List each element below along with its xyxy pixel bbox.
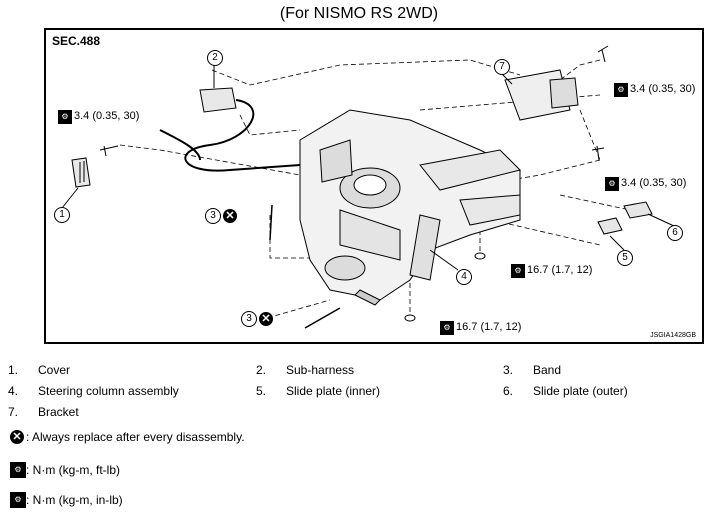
torque-wrench-icon: ⚙ — [605, 177, 619, 191]
replace-icon: ✕ — [259, 312, 273, 326]
torque-wrench-icon: ⚙ — [614, 83, 628, 97]
callout-3-lower: 3 — [241, 311, 257, 327]
torque-spec-5: 16.7 (1.7, 12) — [456, 321, 522, 333]
callout-7: 7 — [494, 59, 510, 75]
diagram-frame: SEC.488 JSGIA1428GB — [44, 28, 704, 344]
torque-wrench-icon: ⚙ — [440, 321, 454, 335]
callout-4: 4 — [456, 269, 472, 285]
callout-5: 5 — [617, 250, 633, 266]
callout-2: 2 — [207, 50, 223, 66]
replace-icon: ✕ — [10, 430, 24, 444]
symbol-torque-ft-desc: : N·m (kg-m, ft-lb) — [26, 463, 120, 477]
replace-icon: ✕ — [223, 209, 237, 223]
figure-code: JSGIA1428GB — [650, 332, 696, 339]
torque-spec-3: 3.4 (0.35, 30) — [621, 177, 687, 189]
diagram-title: (For NISMO RS 2WD) — [279, 5, 439, 22]
callout-3-upper: 3 — [205, 208, 221, 224]
torque-wrench-icon: ⚙ — [511, 264, 525, 278]
torque-spec-4: 16.7 (1.7, 12) — [527, 264, 593, 276]
section-label: SEC.488 — [52, 34, 101, 48]
torque-spec-2: 3.4 (0.35, 30) — [630, 83, 696, 95]
torque-spec-1: 3.4 (0.35, 30) — [74, 110, 140, 122]
symbol-torque-in-desc: : N·m (kg-m, in-lb) — [26, 493, 123, 507]
torque-wrench-icon: ⚙ — [58, 110, 72, 124]
callout-6: 6 — [667, 225, 683, 241]
torque-wrench-icon: ⚙ — [10, 492, 26, 508]
symbol-replace-desc: : Always replace after every disassembly… — [26, 430, 245, 444]
torque-wrench-icon: ⚙ — [10, 462, 26, 478]
callout-1: 1 — [54, 207, 70, 223]
